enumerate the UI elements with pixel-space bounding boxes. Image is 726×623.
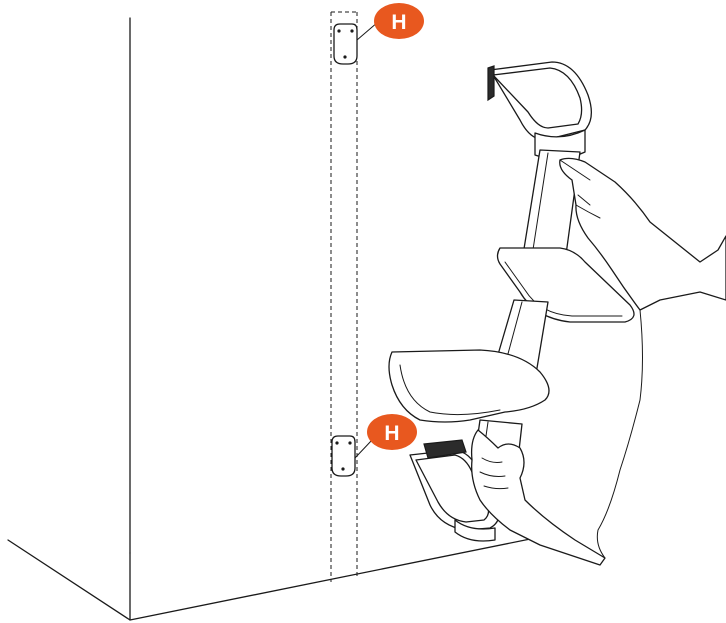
mounting-rail	[330, 11, 358, 582]
callout-label-upper: H	[391, 11, 406, 34]
lower-leader-line	[354, 439, 373, 459]
upper-bracket	[333, 23, 358, 65]
callout-label-lower: H	[384, 422, 399, 445]
cabinet-panel	[7, 17, 561, 621]
lower-bracket	[331, 435, 356, 477]
callout-badge-upper: H	[374, 3, 424, 39]
pole-assembly	[388, 61, 635, 542]
lower-hand	[470, 429, 606, 566]
lower-shelf	[388, 349, 550, 423]
upper-hand	[559, 157, 726, 311]
top-cap	[487, 61, 592, 160]
arm-outline	[596, 309, 643, 559]
upper-leader-line	[356, 21, 379, 41]
callout-badge-lower: H	[367, 414, 417, 450]
